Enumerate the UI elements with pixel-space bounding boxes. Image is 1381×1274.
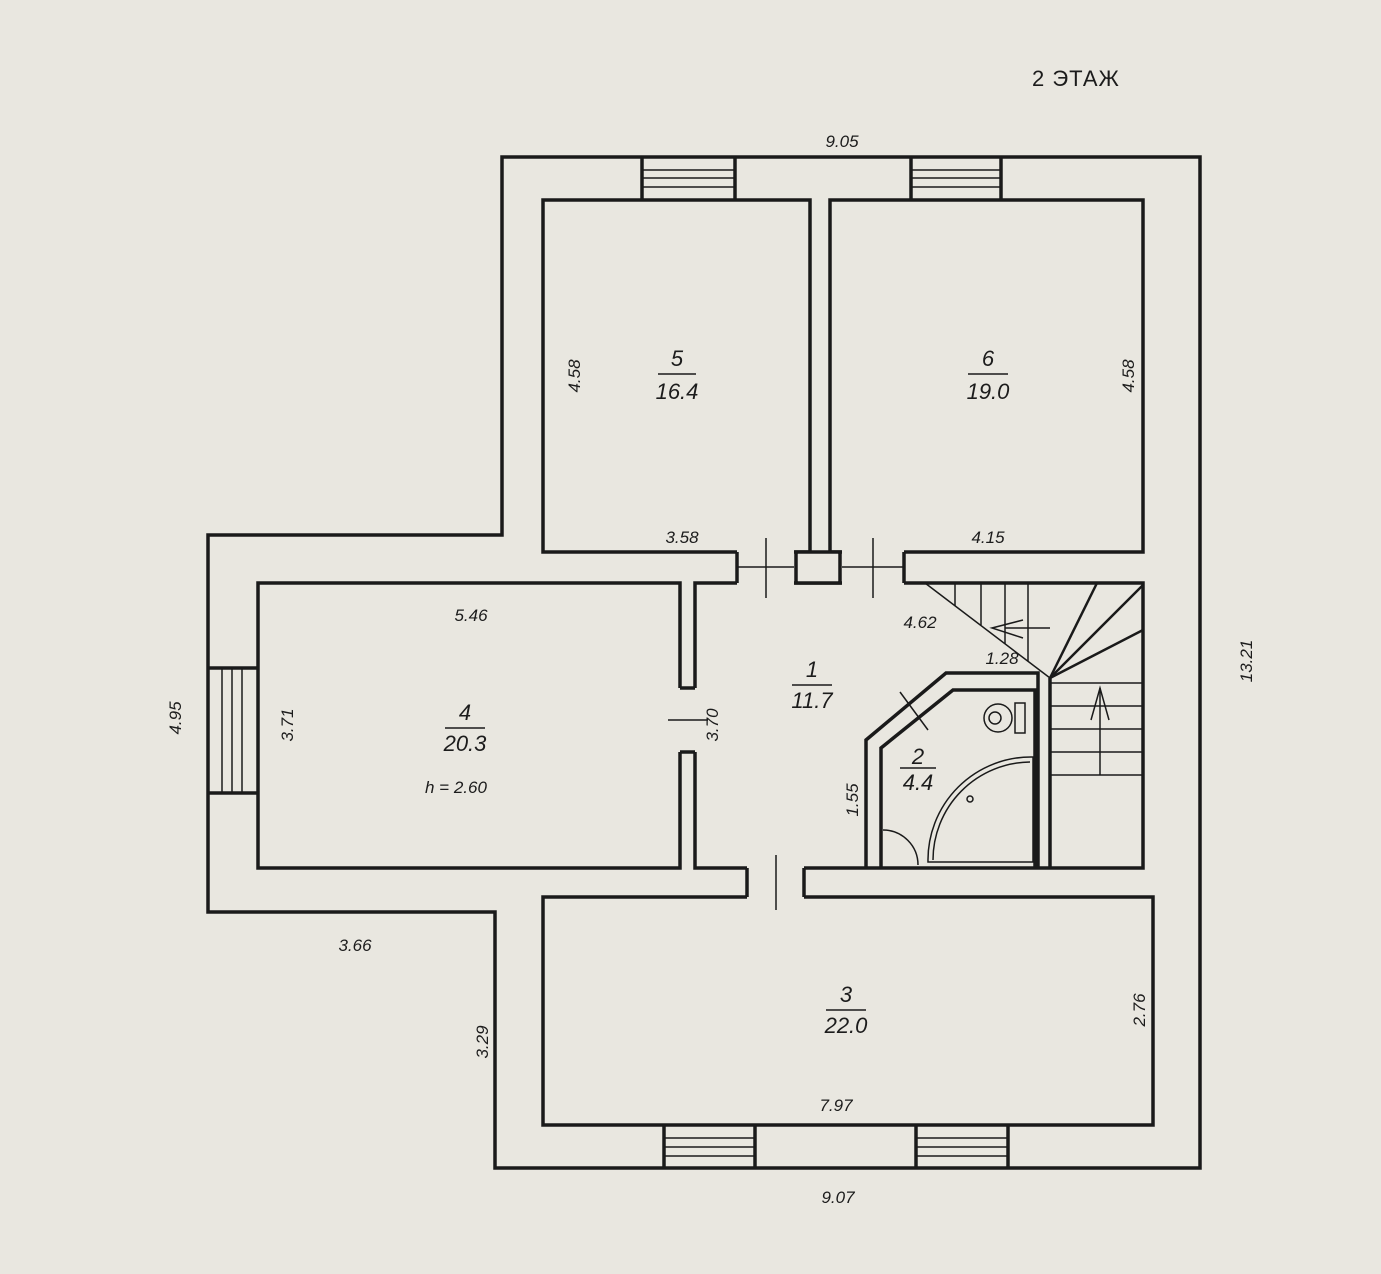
toilet-icon <box>983 703 1013 733</box>
dim-room5-height: 4.58 <box>565 359 584 393</box>
svg-text:11.7: 11.7 <box>791 688 833 713</box>
room-5-label: 5 16.4 <box>656 346 699 404</box>
svg-text:h = 2.60: h = 2.60 <box>425 778 487 797</box>
svg-text:20.3: 20.3 <box>443 731 488 756</box>
room-3-outline <box>541 895 1155 1127</box>
floor-title: 2 ЭТАЖ <box>1032 66 1120 91</box>
svg-text:3: 3 <box>840 982 853 1007</box>
window-top-left <box>640 157 737 200</box>
dim-bottom: 9.07 <box>821 1188 855 1207</box>
window-bottom-right <box>914 1125 1010 1168</box>
arrow-left-icon <box>989 619 1024 639</box>
dim-left-wing-bottom: 3.66 <box>338 936 372 955</box>
window-bottom-left <box>662 1125 757 1168</box>
dim-bath-side: 1.55 <box>843 783 862 817</box>
dim-room4-width: 5.46 <box>454 606 488 625</box>
bath-door-swing <box>882 829 919 866</box>
room-5-outline <box>541 198 812 554</box>
shower-icon <box>927 756 1034 863</box>
dim-top: 9.05 <box>825 132 859 151</box>
svg-text:16.4: 16.4 <box>656 379 699 404</box>
dim-room5-width: 3.58 <box>665 528 699 547</box>
dim-room3-left: 3.29 <box>473 1025 492 1059</box>
svg-text:1: 1 <box>806 657 818 682</box>
room-2-label: 2 4.4 <box>900 744 936 795</box>
dim-room4-height: 3.71 <box>278 708 297 741</box>
room-6-outline <box>828 198 1145 554</box>
svg-text:5: 5 <box>671 346 684 371</box>
bathroom <box>864 671 1040 868</box>
room-1-label: 1 11.7 <box>791 657 833 713</box>
dim-room6-width: 4.15 <box>971 528 1005 547</box>
dim-room3-right: 2.76 <box>1130 993 1149 1028</box>
dim-left-wing: 4.95 <box>166 701 185 735</box>
dim-room6-height: 4.58 <box>1119 359 1138 393</box>
svg-text:6: 6 <box>982 346 995 371</box>
svg-text:19.0: 19.0 <box>967 379 1011 404</box>
room-4-label: 4 20.3 h = 2.60 <box>425 700 487 797</box>
room-3-label: 3 22.0 <box>824 982 869 1038</box>
dim-room3-width: 7.97 <box>819 1096 853 1115</box>
dim-hall-height: 3.70 <box>703 708 722 742</box>
svg-text:22.0: 22.0 <box>824 1013 869 1038</box>
wall-block <box>794 550 842 585</box>
room-4-outline <box>256 581 682 870</box>
staircase <box>924 582 1144 868</box>
dim-right-overall: 13.21 <box>1237 640 1256 683</box>
svg-text:2: 2 <box>911 744 924 769</box>
room-6-label: 6 19.0 <box>967 346 1011 404</box>
outer-wall <box>206 155 1202 1170</box>
window-left <box>208 666 258 795</box>
dim-stair-diag: 4.62 <box>903 613 937 632</box>
window-top-right <box>909 157 1003 200</box>
svg-text:4.4: 4.4 <box>903 770 934 795</box>
svg-text:4: 4 <box>459 700 471 725</box>
dim-stair-small: 1.28 <box>985 649 1019 668</box>
